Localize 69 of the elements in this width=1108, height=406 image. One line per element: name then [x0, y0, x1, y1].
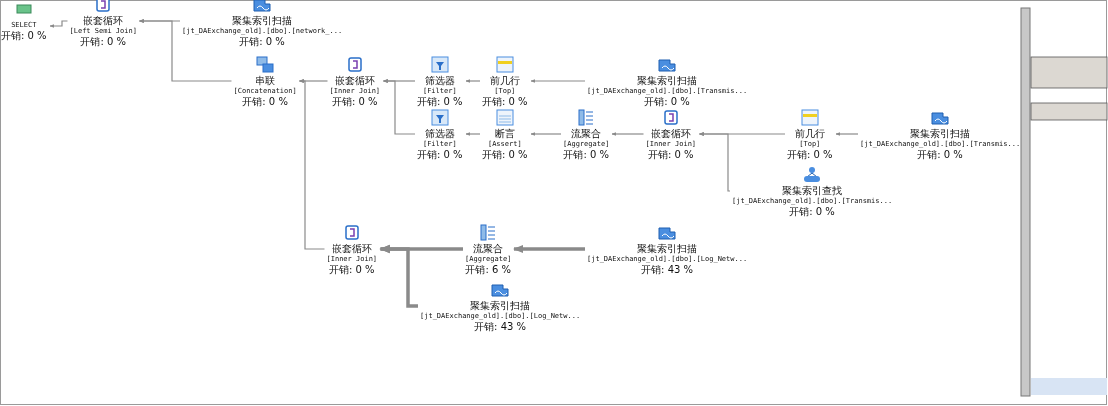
- arrow: [465, 79, 481, 83]
- operator-cost: 开销: 0 %: [917, 149, 963, 160]
- operator-cost: 开销: 0 %: [329, 264, 375, 275]
- arrow: [530, 79, 586, 83]
- operator-name: 前几行: [794, 128, 825, 139]
- plan-operator: [482, 109, 528, 160]
- arrow: [611, 132, 645, 136]
- arrow: [49, 20, 69, 28]
- operator-name: 流聚合: [473, 243, 504, 254]
- operator-name: 串联: [255, 75, 276, 86]
- operator-cost: 开销: 0 %: [482, 96, 528, 107]
- operator-name: 嵌套循环: [331, 243, 372, 254]
- operator-name: 流聚合: [571, 128, 602, 139]
- operator-cost: 开销: 6 %: [465, 264, 511, 275]
- plan-operator: [482, 56, 528, 107]
- plan-operator: [465, 224, 512, 275]
- operator-name: 嵌套循环: [650, 128, 691, 139]
- operator-name: 筛选器: [424, 75, 455, 86]
- operator-name: 嵌套循环: [334, 75, 375, 86]
- plan-operator: [329, 56, 381, 107]
- operator-cost: 开销: 0 %: [563, 149, 609, 160]
- operator-cost: 开销: 0 %: [1, 30, 47, 41]
- operator-name: 筛选器: [424, 128, 455, 139]
- plan-operator: [417, 56, 463, 107]
- plan-operator: [787, 109, 833, 160]
- operator-cost: 开销: 0 %: [417, 149, 463, 160]
- operator-cost: 开销: 43 %: [474, 321, 527, 332]
- operator-cost: 开销: 0 %: [789, 206, 835, 217]
- arrow: [382, 79, 416, 135]
- operator-cost: 开销: 43 %: [641, 264, 694, 275]
- operator-cost: 开销: 0 %: [417, 96, 463, 107]
- plan-operator: [233, 56, 297, 107]
- arrow: [298, 79, 326, 250]
- arrow: [138, 19, 233, 82]
- plan-operator: [182, 0, 343, 47]
- plan-operator: [417, 109, 463, 160]
- operator-cost: 开销: 0 %: [648, 149, 694, 160]
- operator-name: 聚集索引扫描: [470, 300, 531, 311]
- arrow: [379, 244, 418, 308]
- operator-cost: 开销: 0 %: [239, 36, 285, 47]
- operator-cost: 开销: 0 %: [242, 96, 288, 107]
- operator-name: 断言: [494, 128, 515, 139]
- operator-cost: 开销: 0 %: [332, 96, 378, 107]
- arrow: [465, 132, 481, 136]
- plan-operator: [563, 109, 610, 160]
- operator-name: 聚集索引扫描: [232, 15, 293, 26]
- plan-operator: [69, 0, 137, 47]
- operator-cost: 开销: 0 %: [644, 96, 690, 107]
- plan-operator: [860, 109, 1021, 160]
- arrow: [512, 244, 585, 254]
- operator-name: 嵌套循环: [83, 15, 124, 26]
- plan-operator: [587, 224, 748, 275]
- operator-cost: 开销: 0 %: [787, 149, 833, 160]
- operator-name: 前几行: [489, 75, 520, 86]
- arrow: [698, 132, 731, 192]
- plan-operator: [420, 281, 581, 332]
- operator-name: 聚集索引扫描: [910, 128, 971, 139]
- plan-operator: [326, 224, 378, 275]
- arrow: [530, 132, 562, 136]
- plan-operator: [732, 166, 893, 217]
- operator-cost: 开销: 0 %: [482, 149, 528, 160]
- plan-operator: [587, 56, 748, 107]
- operator-name: 聚集索引扫描: [637, 75, 698, 86]
- plan-operator: [645, 109, 697, 160]
- arrow: [835, 132, 859, 136]
- operator-name: 聚集索引扫描: [637, 243, 698, 254]
- operator-cost: 开销: 0 %: [80, 36, 126, 47]
- plan-operator: [1, 1, 47, 41]
- operator-name: 聚集索引查找: [782, 185, 843, 196]
